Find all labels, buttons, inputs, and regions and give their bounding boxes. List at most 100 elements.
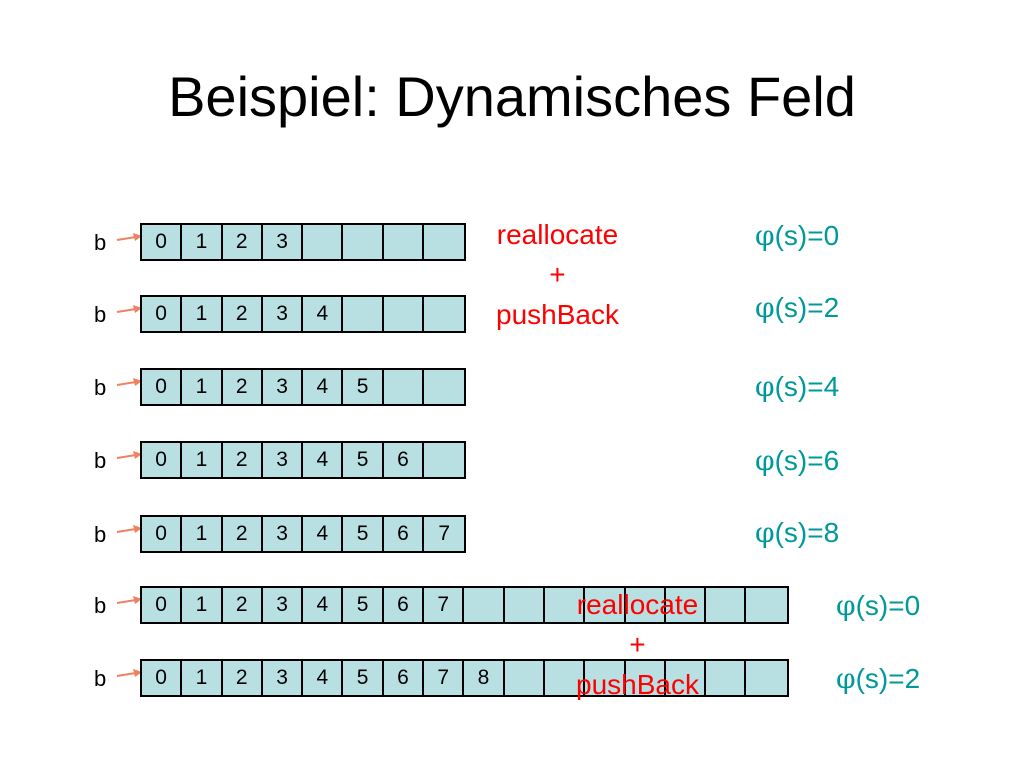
- potential-text: (s)=8: [774, 517, 840, 548]
- potential-value: φ(s)=2: [836, 662, 920, 696]
- array-cell: 0: [142, 370, 183, 404]
- array-cell: [384, 370, 425, 404]
- pointer-arrow-icon: [116, 525, 142, 533]
- array-cell: [343, 297, 384, 331]
- pointer-label: b: [94, 593, 107, 618]
- pointer-arrow-icon: [116, 233, 142, 241]
- array-cell: 2: [223, 517, 263, 551]
- array-cell: [424, 370, 464, 404]
- potential-text: (s)=0: [774, 220, 840, 251]
- array-cell: 6: [384, 517, 425, 551]
- array-cell: 7: [438, 522, 451, 545]
- array-cell: [585, 588, 626, 622]
- pointer-label: b: [94, 522, 107, 547]
- phi-symbol: φ: [836, 662, 856, 695]
- array-cell: 4: [303, 297, 344, 331]
- operation-note-line: pushBack: [496, 299, 619, 330]
- array-cell: 2: [223, 443, 263, 477]
- pointer-label: b: [94, 666, 107, 691]
- potential-value: φ(s)=0: [755, 219, 839, 253]
- array-cell: [545, 661, 586, 695]
- array-cell: 2: [223, 370, 263, 404]
- array-cell: [343, 225, 384, 259]
- array-cell: 2: [223, 225, 263, 259]
- array-cell: 4: [303, 517, 344, 551]
- array-cell: [746, 588, 786, 622]
- operation-note-line: pushBack: [576, 669, 699, 700]
- pointer-arrow-icon: [116, 596, 142, 604]
- pointer-arrow-icon: [116, 669, 142, 677]
- array-cell: 4: [303, 588, 344, 622]
- pointer-label: b: [94, 375, 107, 400]
- operation-note: reallocate + pushBack: [576, 585, 699, 705]
- phi-symbol: φ: [755, 291, 775, 324]
- array-cell: 5: [343, 370, 384, 404]
- array-cell: 6: [384, 443, 425, 477]
- array-cell: [505, 588, 545, 622]
- potential-value: φ(s)=2: [755, 291, 839, 325]
- array-cell: 5: [343, 588, 384, 622]
- pointer-arrow-icon: [116, 378, 142, 386]
- array-cell: 0: [142, 225, 183, 259]
- array-cell: 6: [384, 588, 425, 622]
- array-cell: 5: [343, 517, 384, 551]
- array-cell: 1: [182, 297, 223, 331]
- array-cell: [706, 661, 747, 695]
- array-cell: 4: [303, 661, 344, 695]
- array-cell: 2: [223, 588, 263, 622]
- array-cell: 2: [223, 297, 263, 331]
- array-cell: [424, 297, 464, 331]
- array-cell: 3: [263, 443, 304, 477]
- array-cell: 1: [182, 370, 223, 404]
- array-cell: [424, 443, 464, 477]
- array-cell: [626, 661, 666, 695]
- operation-note-line: reallocate: [576, 589, 699, 620]
- array-cell: 3: [263, 297, 304, 331]
- phi-symbol: φ: [755, 444, 775, 477]
- array-cell: 1: [182, 517, 223, 551]
- pointer-label: b: [94, 448, 107, 473]
- array-cell: 4: [303, 443, 344, 477]
- array-cell: 2: [223, 661, 263, 695]
- array-cell: [545, 588, 586, 622]
- pointer-arrow-icon: [116, 305, 142, 313]
- array-cell: 3: [263, 370, 304, 404]
- array-cell: 1: [182, 661, 223, 695]
- array-cell: 3: [263, 661, 304, 695]
- potential-value: φ(s)=4: [755, 370, 839, 404]
- array-cell: [384, 297, 425, 331]
- potential-value: φ(s)=6: [755, 444, 839, 478]
- potential-text: (s)=2: [855, 663, 921, 694]
- pointer-label: b: [94, 230, 107, 255]
- slide-title: Beispiel: Dynamisches Feld: [168, 65, 856, 128]
- array-cell: 1: [182, 225, 223, 259]
- potential-value: φ(s)=0: [836, 589, 920, 623]
- array-cell: [626, 588, 666, 622]
- array-cell: 3: [263, 225, 304, 259]
- operation-note-line: +: [549, 259, 566, 290]
- array-cell: [666, 661, 707, 695]
- array-cell: 0: [142, 443, 183, 477]
- potential-text: (s)=4: [774, 371, 840, 402]
- phi-symbol: φ: [755, 516, 775, 549]
- array-cell: 0: [142, 661, 183, 695]
- operation-note-line: +: [629, 629, 646, 660]
- array-cell: 7: [424, 588, 465, 622]
- array-cell: 7: [424, 661, 465, 695]
- array-cell: 5: [343, 661, 384, 695]
- array-cell: 3: [263, 588, 304, 622]
- array-cell: [706, 588, 747, 622]
- potential-value: φ(s)=8: [755, 516, 839, 550]
- pointer-label: b: [94, 302, 107, 327]
- phi-symbol: φ: [836, 589, 856, 622]
- operation-note-line: reallocate: [496, 219, 619, 250]
- array-cell: 3: [263, 517, 304, 551]
- array-cell: 4: [303, 370, 344, 404]
- array-cell: 0: [142, 517, 183, 551]
